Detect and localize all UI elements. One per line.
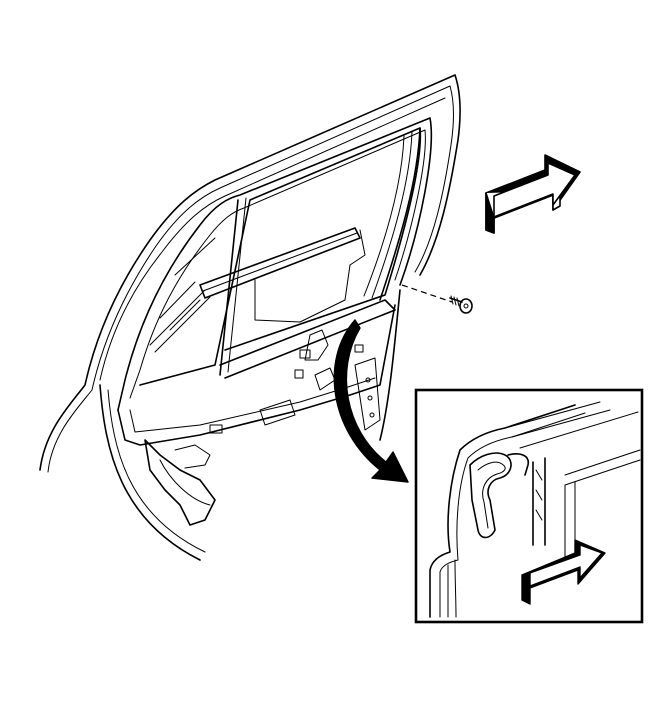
inset-inner-trim [447, 559, 457, 618]
lower-door-panel [117, 304, 396, 446]
inner-belt-line [219, 299, 396, 379]
door-outer-frame [39, 74, 461, 471]
detail-inset [414, 388, 644, 624]
door-rear-edge [379, 289, 401, 441]
inset-clip [469, 452, 512, 539]
door-frame-line-3 [99, 97, 446, 381]
inset-clip-inner [477, 461, 506, 529]
curved-callout-arrow-icon [333, 319, 409, 483]
glass-reflection [149, 237, 216, 353]
lower-door-panel-2 [129, 377, 376, 433]
inner-panel-outline [254, 229, 366, 323]
inset-rail-top [504, 401, 639, 449]
door-body-edge-2 [107, 389, 206, 553]
rear-glass-run-2 [371, 131, 413, 299]
lower-bracket-2 [174, 444, 211, 469]
inset-glass-hatch [535, 469, 543, 521]
inset-glass-edge [532, 457, 546, 546]
door-assembly [39, 74, 461, 561]
inset-seal-lip [507, 453, 530, 476]
rear-glass-run-3 [363, 135, 405, 297]
inset-weatherstrip-2 [439, 412, 586, 618]
lower-bracket [144, 439, 216, 526]
fastener-callout [401, 284, 473, 314]
inset-panel-line [564, 449, 641, 486]
inset-panel-line-2 [564, 481, 576, 561]
door-frame-line-2 [47, 85, 454, 473]
inset-forward-arrow-icon [521, 539, 606, 605]
screw-leader-line [401, 284, 453, 303]
door-body-edge [99, 384, 201, 561]
belt-strip-line [202, 232, 358, 292]
window-opening-inner [129, 129, 426, 399]
division-channel [219, 199, 239, 376]
door-hardware [209, 329, 381, 434]
screw-icon [449, 295, 473, 314]
window-opening-outer [117, 117, 433, 411]
window-belt-strip [199, 227, 361, 299]
lower-bracket-3 [159, 459, 211, 506]
rear-glass-run [379, 127, 421, 301]
inset-weatherstrip-outer [429, 404, 576, 618]
forward-arrow-icon [485, 154, 581, 234]
